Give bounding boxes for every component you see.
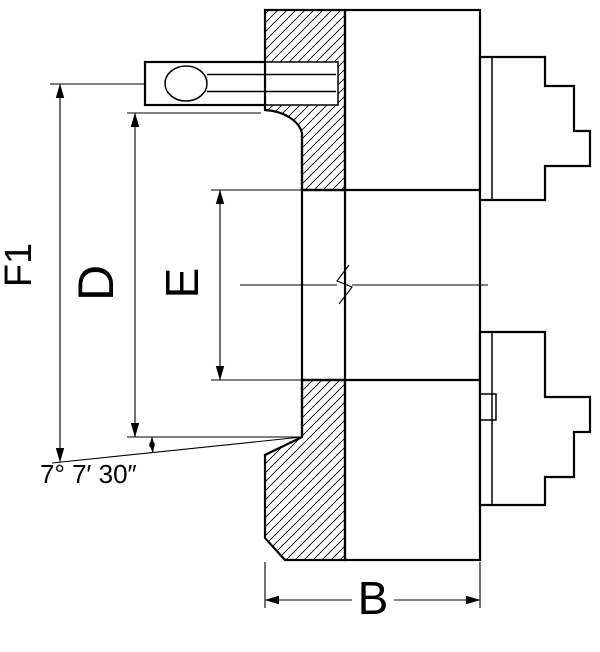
taper-reference-line bbox=[51, 436, 303, 464]
dim-b: B bbox=[264, 562, 481, 624]
cam-oval bbox=[164, 65, 208, 102]
b-label: B bbox=[358, 572, 389, 624]
d-label: D bbox=[68, 265, 124, 301]
centerline bbox=[240, 264, 488, 305]
dim-f1: F1 bbox=[0, 83, 145, 463]
angle-arc bbox=[148, 436, 155, 454]
top-jaw bbox=[478, 55, 592, 202]
break-symbol bbox=[336, 264, 353, 305]
dim-d: D bbox=[68, 112, 300, 438]
angle-label: 7° 7′ 30″ bbox=[40, 459, 137, 489]
bottom-jaw bbox=[478, 330, 592, 507]
stud-hole bbox=[264, 61, 339, 106]
back-plate-section bbox=[263, 8, 347, 562]
cam-stud bbox=[143, 60, 336, 107]
e-label: E bbox=[156, 268, 208, 299]
bottom-jaw-outline bbox=[478, 330, 592, 507]
bottom-jaw-slot-detail bbox=[479, 393, 497, 421]
back-plate-lower-section bbox=[263, 378, 347, 562]
top-jaw-outline bbox=[478, 55, 592, 202]
taper-angle-annotation: 7° 7′ 30″ bbox=[40, 436, 303, 489]
stud-body bbox=[143, 60, 267, 107]
dim-e: E bbox=[156, 189, 302, 381]
f1-label: F1 bbox=[0, 243, 40, 287]
